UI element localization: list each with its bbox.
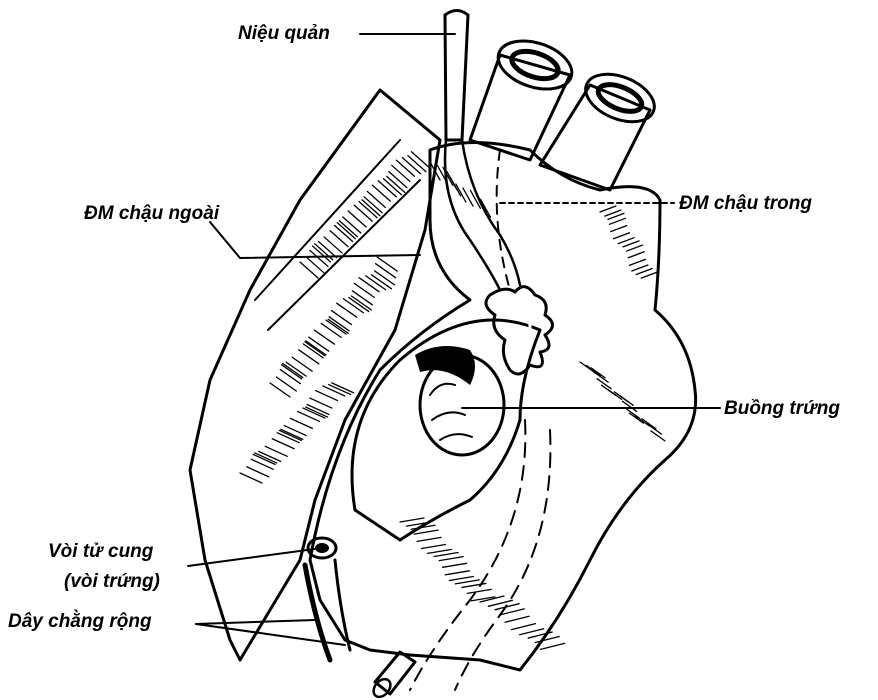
label-uterine-tube: Vòi tử cung — [48, 541, 153, 563]
leader-external-iliac — [210, 222, 420, 258]
label-external-iliac-artery: ĐM chậu ngoài — [84, 203, 219, 225]
broad-ligament-drawing — [305, 143, 696, 700]
wall-shading — [240, 152, 429, 483]
label-broad-ligament: Dây chằng rộng — [8, 611, 152, 633]
label-ovary: Buồng trứng — [724, 398, 840, 420]
label-uterine-tube-alt: (vòi trứng) — [64, 571, 160, 593]
iliac-vessels-drawing — [470, 32, 661, 190]
ligament-shading — [400, 162, 665, 649]
label-internal-iliac-artery: ĐM chậu trong — [679, 193, 812, 215]
leader-broad-ligament-1 — [196, 620, 315, 624]
label-ureter: Niệu quản — [238, 23, 330, 45]
ureter-drawing — [445, 11, 520, 291]
